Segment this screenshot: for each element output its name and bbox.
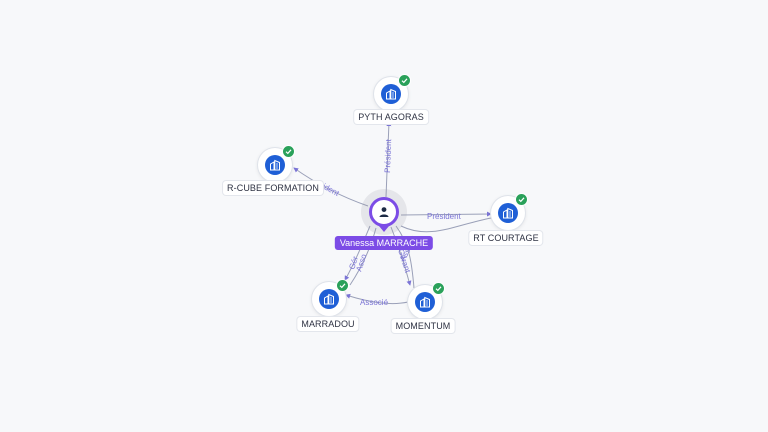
edge-person-r-cube-formation[interactable] xyxy=(293,167,369,207)
person-node[interactable] xyxy=(369,197,399,227)
company-label-marradou[interactable]: MARRADOU xyxy=(297,317,359,331)
company-label-r-cube-formation[interactable]: R-CUBE FORMATION xyxy=(223,181,323,195)
verified-check-icon xyxy=(432,282,445,295)
company-circle xyxy=(374,74,411,111)
verified-check-icon xyxy=(398,74,411,87)
edge-label-momentum-marradou: Associé xyxy=(360,298,389,307)
company-node-pyth-agoras[interactable] xyxy=(374,74,411,111)
company-circle xyxy=(312,279,349,316)
verified-check-icon xyxy=(515,193,528,206)
user-icon xyxy=(379,207,389,217)
verified-check-icon xyxy=(282,145,295,158)
company-circle xyxy=(408,282,445,319)
building-icon xyxy=(381,84,401,104)
company-label-rt-courtage[interactable]: RT COURTAGE xyxy=(469,231,543,245)
edge-person-momentum-2[interactable] xyxy=(395,225,415,289)
edge-label-rt-courtage: Président xyxy=(427,212,462,221)
edge-person-rt-courtage-2[interactable] xyxy=(400,217,492,233)
edge-label-marradou-gerant: Gér xyxy=(347,255,360,271)
edge-person-momentum-1[interactable] xyxy=(390,226,412,286)
company-node-marradou[interactable] xyxy=(312,279,349,316)
person-name-label[interactable]: Vanessa MARRACHE xyxy=(334,236,434,250)
edge-momentum-marradou[interactable] xyxy=(345,293,409,305)
company-label-pyth-agoras[interactable]: PYTH AGORAS xyxy=(354,110,428,124)
company-circle xyxy=(258,145,295,182)
edge-person-marradou-1[interactable] xyxy=(344,225,371,281)
building-icon xyxy=(498,203,518,223)
edge-label-r-cube-formation: ident xyxy=(321,182,341,198)
edge-label-pyth-agoras: Président xyxy=(383,138,393,173)
verified-check-icon xyxy=(336,279,349,292)
edges-layer xyxy=(293,121,492,305)
building-icon xyxy=(265,155,285,175)
edge-person-rt-courtage-1[interactable] xyxy=(400,211,492,217)
edge-label-marradou-associe: Asso xyxy=(354,252,368,272)
company-label-momentum[interactable]: MOMENTUM xyxy=(391,319,455,333)
company-node-r-cube-formation[interactable] xyxy=(258,145,295,182)
building-icon xyxy=(415,292,435,312)
company-circle xyxy=(491,193,528,230)
building-icon xyxy=(319,289,339,309)
edge-person-pyth-agoras[interactable] xyxy=(385,121,392,198)
company-node-momentum[interactable] xyxy=(408,282,445,319)
person-pointer xyxy=(379,226,389,232)
company-node-rt-courtage[interactable] xyxy=(491,193,528,230)
edge-person-marradou-2[interactable] xyxy=(349,227,377,286)
